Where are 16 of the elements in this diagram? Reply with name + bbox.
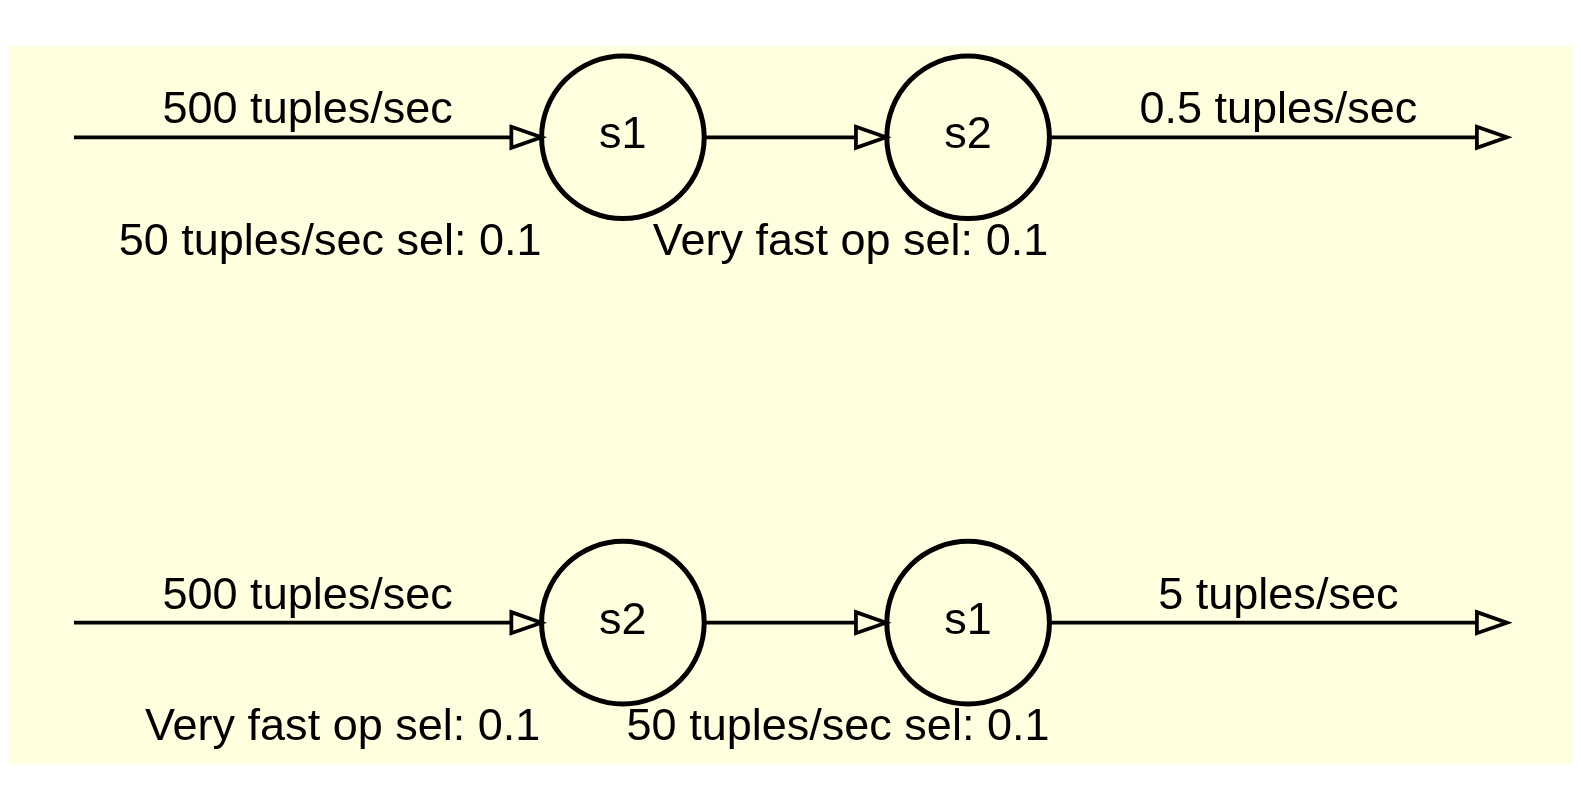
arrow <box>704 609 892 636</box>
edge-label: 0.5 tuples/sec <box>1139 81 1418 133</box>
edge-label: 500 tuples/sec <box>162 567 453 619</box>
arrow <box>704 123 892 150</box>
arrow <box>74 123 548 150</box>
node-label: 50 tuples/sec sel: 0.1 <box>118 213 542 265</box>
node-circle: s2 <box>539 538 707 706</box>
node-circle: s1 <box>884 538 1052 706</box>
node-circle: s1 <box>539 53 707 221</box>
node-circle: s2 <box>884 53 1052 221</box>
edge-label: 5 tuples/sec <box>1158 567 1399 619</box>
node-label: Very fast op sel: 0.1 <box>145 698 541 750</box>
arrow <box>1049 609 1513 636</box>
edge-label: 500 tuples/sec <box>162 81 453 133</box>
arrow <box>74 609 548 636</box>
arrow <box>1049 123 1513 150</box>
